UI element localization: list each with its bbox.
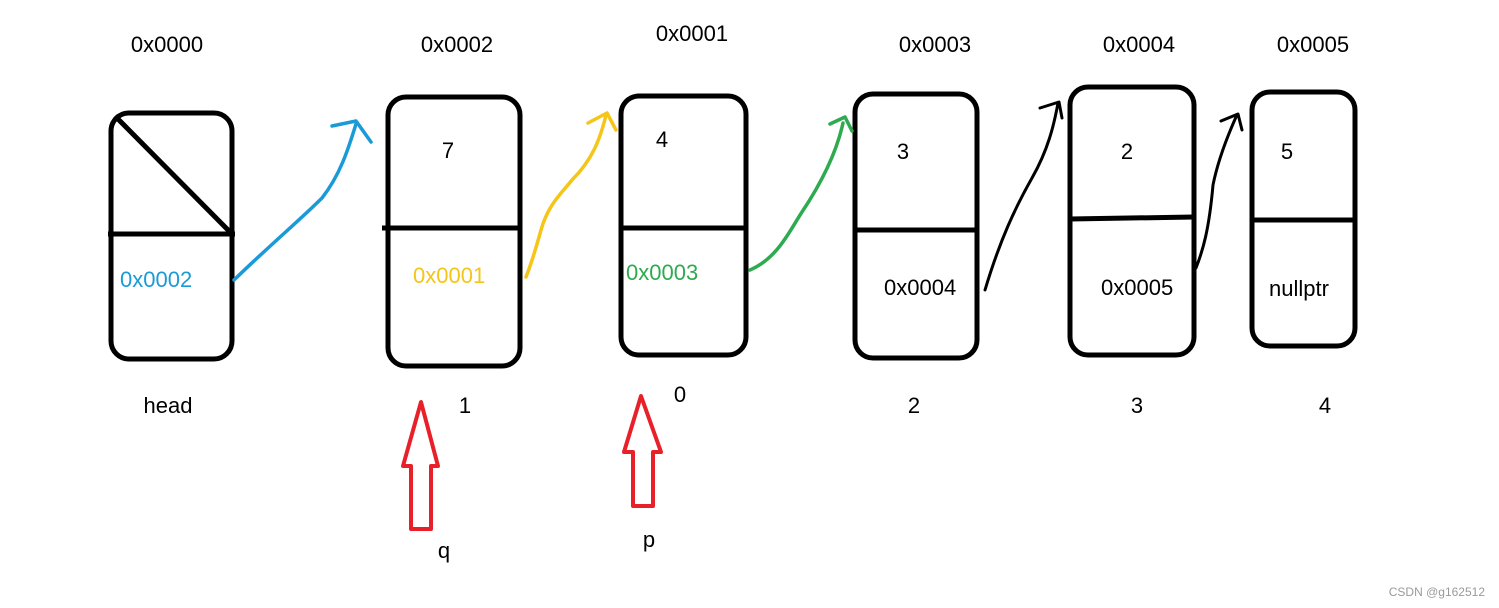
- node-0-empty-data-slash: [113, 114, 232, 234]
- node-3-address: 0x0003: [899, 32, 971, 57]
- node-1-next: 0x0001: [413, 263, 485, 288]
- link-arrow-4-to-5: [1194, 112, 1244, 270]
- node-4-data: 2: [1121, 139, 1133, 164]
- pointer-q-label: q: [438, 538, 450, 563]
- node-2-address: 0x0001: [656, 21, 728, 46]
- node-1-caption: 1: [459, 393, 471, 418]
- node-3-box: [852, 91, 980, 361]
- node-0-caption: head: [144, 393, 193, 418]
- node-5-address: 0x0005: [1277, 32, 1349, 57]
- link-arrow-3-to-4: [983, 100, 1064, 292]
- node-0-address: 0x0000: [131, 32, 203, 57]
- node-4-divider: [1069, 214, 1195, 222]
- node-1-box: [385, 94, 523, 369]
- node-3: 3 0x0004: [852, 91, 980, 361]
- node-1-data: 7: [442, 138, 454, 163]
- link-arrow-0-to-1: [232, 119, 373, 282]
- node-2-next: 0x0003: [626, 260, 698, 285]
- node-1: 7 0x0001: [382, 94, 523, 369]
- link-arrow-1-to-2: [524, 111, 618, 279]
- node-3-next: 0x0004: [884, 275, 956, 300]
- node-1-address: 0x0002: [421, 32, 493, 57]
- node-5-caption: 4: [1319, 393, 1331, 418]
- node-0-next: 0x0002: [120, 267, 192, 292]
- node-4-caption: 3: [1131, 393, 1143, 418]
- node-5: 5 nullptr: [1249, 89, 1358, 349]
- node-0: 0x0002: [108, 110, 235, 362]
- node-3-caption: 2: [908, 393, 920, 418]
- pointer-p: p: [622, 394, 663, 552]
- pointer-q: q: [401, 400, 450, 563]
- link-arrow-2-to-3: [748, 115, 854, 272]
- node-2-caption: 0: [674, 382, 686, 407]
- node-4: 2 0x0005: [1067, 84, 1197, 358]
- node-4-box: [1067, 84, 1197, 358]
- pointer-p-label: p: [643, 527, 655, 552]
- node-4-address: 0x0004: [1103, 32, 1175, 57]
- node-3-data: 3: [897, 139, 909, 164]
- pointer-p-arrow: [622, 394, 663, 508]
- watermark: CSDN @g162512: [1389, 585, 1486, 599]
- pointer-q-arrow: [401, 400, 440, 531]
- node-4-next: 0x0005: [1101, 275, 1173, 300]
- node-5-next: nullptr: [1269, 276, 1329, 301]
- node-2: 4 0x0003: [618, 93, 749, 358]
- node-2-data: 4: [656, 127, 668, 152]
- node-5-data: 5: [1281, 139, 1293, 164]
